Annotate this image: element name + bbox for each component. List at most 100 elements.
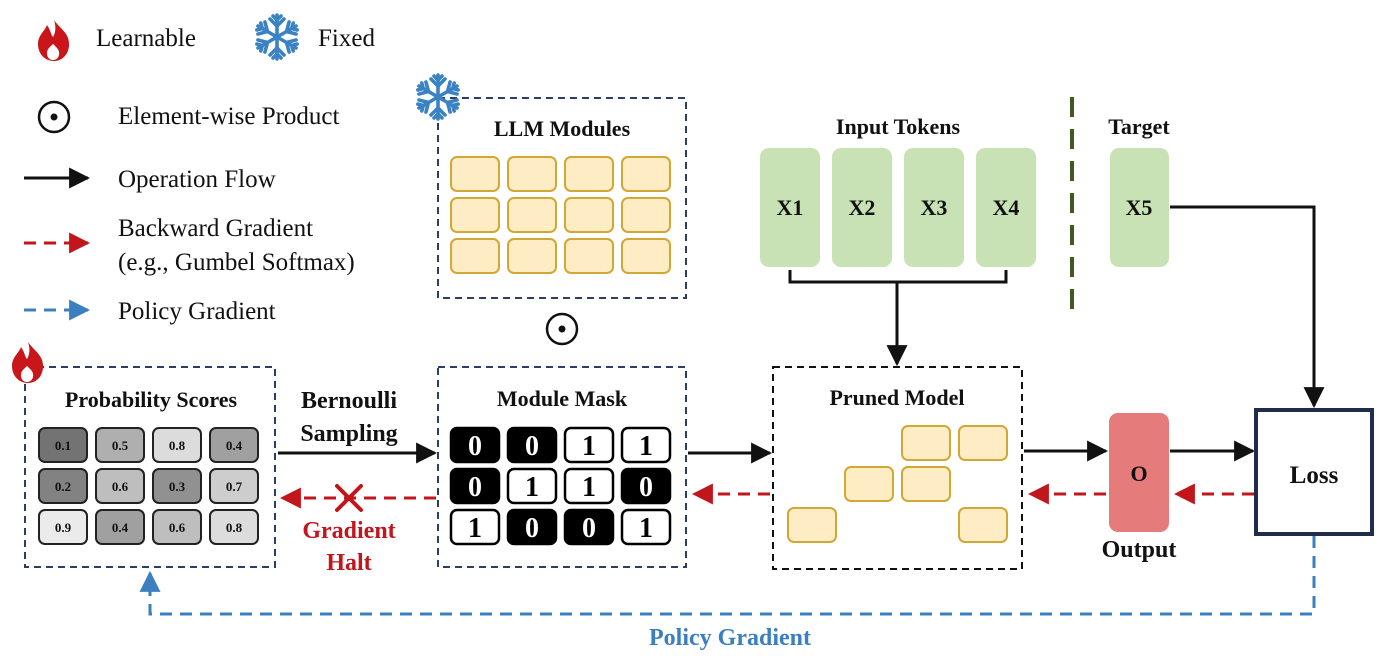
mask-cell	[620, 426, 672, 464]
mask-cell	[563, 508, 615, 546]
mask-cell	[563, 426, 615, 464]
element-wise-product-icon	[37, 100, 71, 134]
gradient-halt-line2: Halt	[326, 550, 371, 576]
legend-backward-line1: Backward Gradient	[118, 215, 313, 242]
token-bracket	[788, 270, 1008, 284]
output-symbol: O	[1130, 461, 1147, 486]
input-token-label: X1	[777, 195, 804, 220]
probability-scores-border	[24, 366, 276, 568]
llm-module-block	[450, 156, 500, 192]
mask-cell	[449, 508, 501, 546]
score-value: 0.9	[55, 520, 72, 535]
score-value: 0.2	[55, 479, 71, 494]
flame-icon	[12, 342, 44, 383]
module-mask-title: Module Mask	[497, 386, 628, 411]
legend-learnable: Learnable	[96, 25, 196, 52]
mask-value: 1	[639, 513, 653, 544]
score-value: 0.5	[112, 438, 129, 453]
legend-backward-line2: (e.g., Gumbel Softmax)	[118, 249, 355, 276]
output-label: Output	[1102, 537, 1177, 563]
llm-module-block	[621, 238, 671, 274]
mask-value: 1	[582, 472, 596, 503]
llm-modules-panel: LLM Modules	[415, 75, 687, 299]
llm-module-block	[621, 156, 671, 192]
snowflake-icon	[254, 15, 299, 59]
score-value: 0.8	[226, 520, 243, 535]
score-value: 0.4	[112, 520, 129, 535]
mask-cell	[506, 467, 558, 505]
score-value: 0.6	[169, 520, 186, 535]
mask-value: 0	[468, 431, 482, 462]
mask-value: 0	[525, 431, 539, 462]
mask-value: 1	[582, 431, 596, 462]
mask-cell	[506, 426, 558, 464]
llm-module-block	[450, 197, 500, 233]
score-cell	[152, 427, 202, 463]
target-to-loss-arrow	[1170, 205, 1325, 409]
score-cell	[209, 468, 259, 504]
pruned-module-grid	[787, 425, 1008, 543]
halt-x-icon	[335, 484, 363, 512]
score-value: 0.6	[112, 479, 129, 494]
pruned-model-title: Pruned Model	[829, 385, 964, 410]
score-cell	[95, 468, 145, 504]
policy-gradient-label: Policy Gradient	[649, 625, 811, 651]
score-cell	[152, 468, 202, 504]
pruned-module-block	[958, 507, 1008, 543]
llm-modules-title: LLM Modules	[494, 116, 631, 141]
mask-value: 1	[639, 431, 653, 462]
llm-module-block	[621, 197, 671, 233]
legend: Learnable Fixed Element-wise Product Ope…	[24, 15, 375, 325]
bernoulli-label-line1: Bernoulli	[301, 388, 397, 414]
mask-cell	[563, 467, 615, 505]
pruned-module-block	[901, 466, 951, 502]
target-token-label: X5	[1126, 195, 1153, 220]
pruned-module-block	[958, 425, 1008, 461]
pruned-model-panel: Pruned Model	[772, 366, 1023, 570]
input-token	[832, 148, 892, 267]
legend-operation-flow: Operation Flow	[118, 166, 276, 193]
bernoulli-label-line2: Sampling	[300, 421, 397, 447]
score-value: 0.3	[169, 479, 186, 494]
probability-scores-title: Probability Scores	[65, 387, 238, 412]
score-value: 0.8	[169, 438, 186, 453]
score-cell	[152, 509, 202, 545]
llm-module-block	[450, 238, 500, 274]
loss-label: Loss	[1290, 462, 1339, 489]
score-cell	[95, 427, 145, 463]
llm-module-block	[507, 197, 557, 233]
target-title: Target	[1108, 114, 1170, 139]
legend-policy-gradient: Policy Gradient	[118, 298, 276, 325]
input-token-label: X2	[849, 195, 876, 220]
mask-value: 0	[639, 472, 653, 503]
mask-cell	[506, 508, 558, 546]
policy-gradient-loop	[139, 536, 1316, 616]
pruned-module-block	[901, 425, 951, 461]
mask-cell	[449, 467, 501, 505]
llm-module-grid	[450, 156, 671, 274]
score-cell	[209, 509, 259, 545]
pruned-module-block	[787, 507, 837, 543]
legend-element-wise: Element-wise Product	[118, 103, 340, 130]
score-value: 0.7	[226, 479, 243, 494]
mask-cell	[449, 426, 501, 464]
score-cell	[38, 468, 88, 504]
score-cell	[95, 509, 145, 545]
input-token	[976, 148, 1036, 267]
input-token	[760, 148, 820, 267]
llm-module-block	[564, 238, 614, 274]
input-tokens-title: Input Tokens	[836, 114, 961, 139]
input-token-label: X4	[993, 195, 1020, 220]
score-cell	[38, 427, 88, 463]
mask-value: 1	[525, 472, 539, 503]
input-token	[904, 148, 964, 267]
mask-value: 0	[468, 472, 482, 503]
element-wise-product-icon	[545, 312, 579, 346]
pruned-model-border	[772, 366, 1023, 570]
